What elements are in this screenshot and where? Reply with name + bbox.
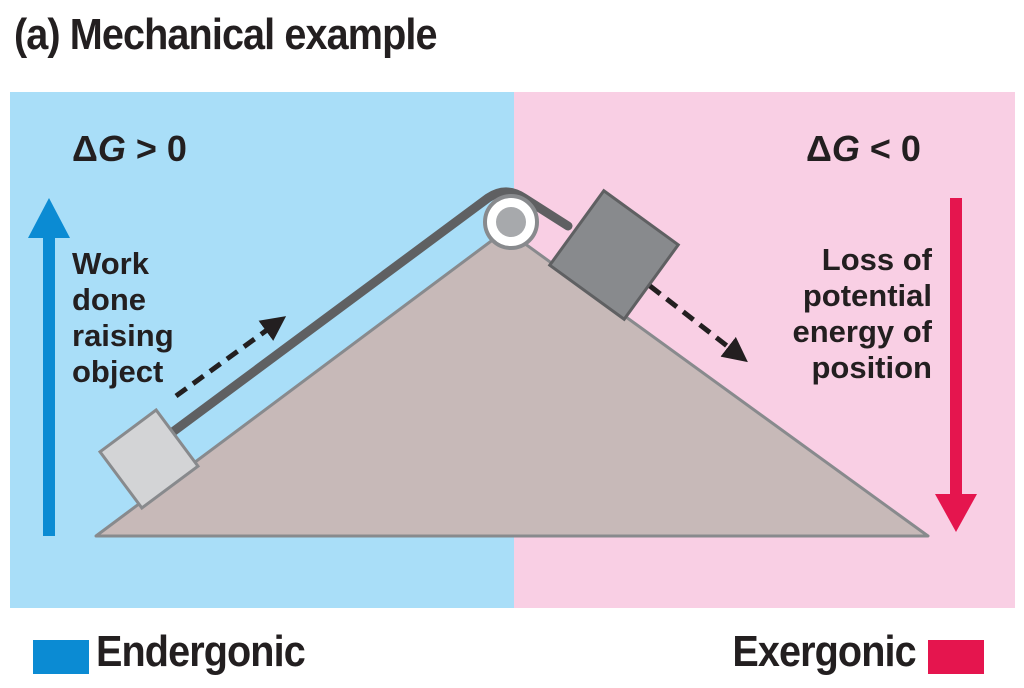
delta-symbol: Δ <box>72 128 98 169</box>
endergonic-label: Endergonic <box>96 627 306 676</box>
object-block-descending <box>547 188 681 322</box>
dashed-arrow-icon <box>174 316 287 399</box>
delta-symbol: Δ <box>806 128 832 169</box>
delta-g-relation: > 0 <box>125 128 187 169</box>
object-block-raised <box>97 407 201 511</box>
delta-g-relation: < 0 <box>859 128 921 169</box>
down-arrow-icon <box>935 198 977 532</box>
exergonic-label: Exergonic <box>732 627 917 676</box>
up-arrow-icon <box>28 198 70 536</box>
legend-exergonic: Exergonic <box>0 627 1024 679</box>
g-variable: G <box>831 128 860 169</box>
work-done-label: Work done raising object <box>72 246 174 389</box>
legend-endergonic: Endergonic <box>0 627 1024 679</box>
g-variable: G <box>97 128 126 169</box>
dashed-arrow-icon <box>648 284 748 363</box>
endergonic-swatch <box>33 640 89 674</box>
figure-title: (a) Mechanical example <box>14 10 437 59</box>
ramp <box>94 228 930 538</box>
exergonic-swatch <box>928 640 984 674</box>
pulley-icon <box>483 194 539 250</box>
delta-g-positive: ΔG > 0 <box>72 128 187 170</box>
potential-energy-loss-label: Loss of potential energy of position <box>792 242 932 385</box>
delta-g-negative: ΔG < 0 <box>806 128 921 170</box>
